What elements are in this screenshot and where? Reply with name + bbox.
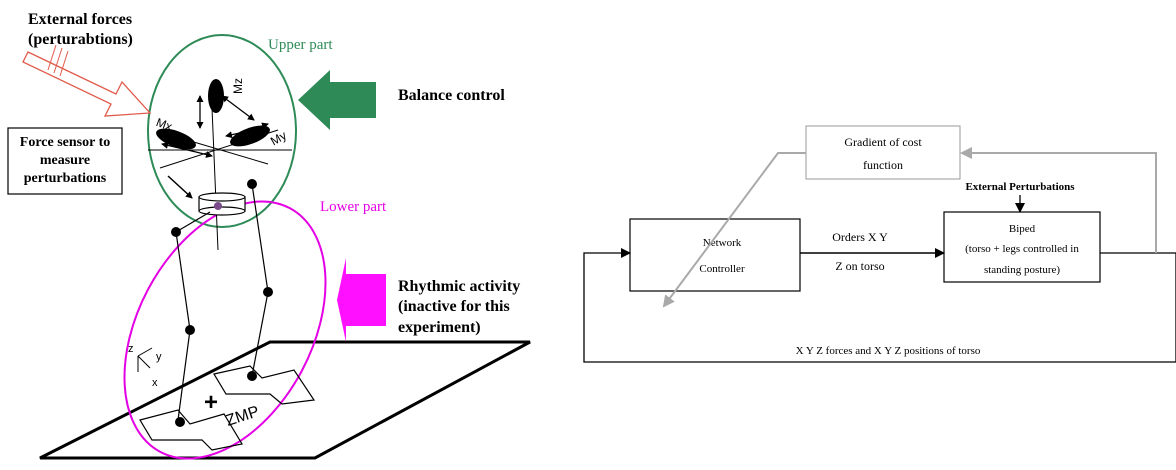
gradient-input-arrow	[960, 147, 1157, 253]
external-forces-label-1: External forces	[28, 11, 132, 28]
external-forces-label-2: (perturabtions)	[28, 31, 133, 48]
robot-diagram: Upper part Lower part External forces (p…	[7, 11, 531, 460]
force-sensor-pointer	[167, 175, 193, 199]
mz-actuator	[208, 79, 224, 113]
moment-arrows	[161, 95, 269, 158]
balance-control-arrow	[298, 70, 376, 130]
axis-x-label: x	[152, 377, 158, 389]
axis-y-label: y	[156, 351, 162, 363]
lower-part-ellipse	[123, 200, 327, 460]
gradient-label-2: function	[863, 158, 903, 172]
force-sensor-label-box	[7, 127, 123, 195]
mz-label: Mz	[231, 78, 245, 94]
biped-box	[943, 211, 1101, 283]
axis-z-label: z	[128, 343, 134, 355]
force-sensor-label-1: Force sensor to	[20, 135, 110, 150]
network-label-2: Controller	[699, 263, 745, 275]
external-force-arrow	[22, 44, 152, 117]
biped-label-1: Biped	[1009, 223, 1036, 235]
upper-part-ellipse	[147, 34, 297, 228]
lower-part-label: Lower part	[320, 199, 387, 215]
gradient-output-arrow	[662, 152, 806, 308]
force-sensor-label-2: measure	[40, 153, 90, 168]
rhythmic-activity-label-1: Rhythmic activity	[398, 278, 520, 295]
coordinate-frame	[137, 347, 153, 372]
orders-label-1: Orders X Y	[832, 230, 888, 244]
my-label: My	[268, 128, 289, 148]
ground-plane	[39, 340, 531, 460]
network-controller-box	[629, 218, 801, 292]
zmp-label: ZMP	[224, 403, 261, 430]
control-block-diagram: Gradient of cost function Network Contro…	[583, 125, 1176, 363]
upper-part-label: Upper part	[268, 37, 333, 53]
right-foot	[213, 365, 316, 405]
gradient-label-1: Gradient of cost	[844, 135, 922, 149]
leg-joints	[171, 179, 273, 427]
legs	[175, 183, 269, 421]
force-sensor-cylinder	[198, 192, 246, 216]
mx-label: Mx	[154, 115, 174, 134]
orders-label-2: Z on torso	[835, 259, 884, 273]
balance-control-label: Balance control	[398, 87, 505, 104]
my-actuator	[230, 125, 270, 147]
mx-actuator	[156, 128, 196, 150]
rhythmic-activity-arrow	[337, 258, 386, 342]
rhythmic-activity-label-2: (inactive for this	[398, 298, 510, 315]
zmp-cross: +	[204, 389, 218, 416]
force-sensor-label-3: perturbations	[24, 171, 107, 186]
left-foot	[139, 409, 243, 451]
external-perturbations-label: External Perturbations	[965, 181, 1075, 193]
feedback-loop	[583, 248, 1176, 363]
rhythmic-activity-label-3: experiment)	[398, 319, 481, 336]
biped-label-3: standing posture)	[984, 264, 1060, 276]
biped-label-2: (torso + legs controlled in	[965, 243, 1079, 255]
feedback-label: X Y Z forces and X Y Z positions of tors…	[796, 345, 981, 357]
